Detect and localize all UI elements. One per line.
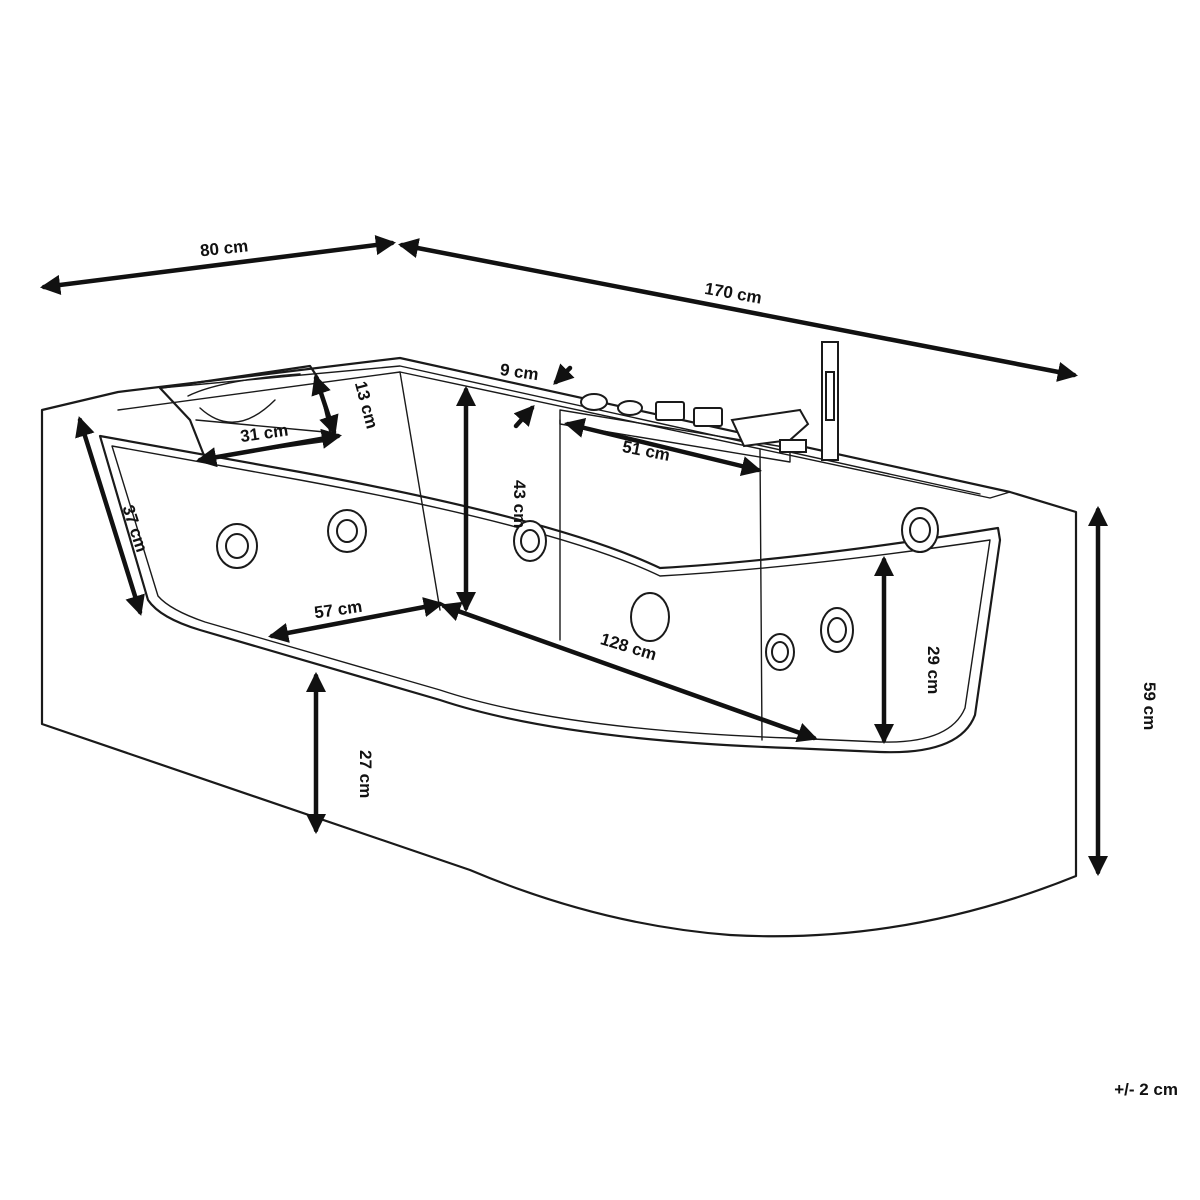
jet-icon — [630, 592, 670, 642]
jet-inner-icon — [336, 519, 358, 543]
control-switch-icon — [655, 401, 685, 421]
dimension-labels: 80 cm 170 cm 9 cm 13 cm 31 cm 51 cm 43 c… — [118, 236, 1159, 798]
label-front-slope: 37 cm — [118, 503, 151, 555]
tolerance-note: +/- 2 cm — [1114, 1080, 1178, 1099]
front-panel-edge — [41, 723, 471, 871]
glass-window-inner — [111, 445, 991, 743]
label-headrest-depth: 13 cm — [351, 379, 382, 430]
dim-line-ledge-b — [513, 404, 535, 429]
jets — [216, 507, 939, 671]
dim-line-length — [398, 238, 1078, 382]
dim-line-ledge-a — [553, 363, 575, 385]
dim-line-floor-length — [440, 601, 818, 743]
glass-window-outer — [98, 434, 1002, 754]
label-outer-height: 59 cm — [1140, 682, 1159, 730]
control-knob-icon — [617, 400, 643, 416]
control-knob-icon — [580, 393, 608, 411]
label-width: 80 cm — [199, 236, 249, 260]
jet-inner-icon — [771, 641, 789, 663]
dim-line-headrest-depth — [311, 374, 339, 436]
jet-inner-icon — [225, 533, 249, 559]
dim-line-control-deck — [564, 417, 762, 477]
tub-outer-body — [40, 356, 1078, 938]
jet-inner-icon — [520, 529, 540, 553]
dim-line-width — [39, 234, 397, 296]
label-panel-height: 27 cm — [356, 750, 375, 798]
label-inner-depth: 43 cm — [510, 480, 529, 528]
dim-line-floor-width — [268, 597, 444, 643]
dimension-lines — [39, 234, 1109, 877]
faucet-base-icon — [779, 439, 807, 453]
control-switch-icon — [693, 407, 723, 427]
jet-inner-icon — [827, 617, 847, 643]
jet-inner-icon — [909, 517, 931, 543]
bathtub-outline — [40, 356, 1078, 938]
dim-line-headrest-width — [196, 428, 342, 468]
controls — [580, 341, 839, 461]
headrest-cushion — [187, 373, 326, 433]
hand-shower-handle-icon — [825, 371, 835, 421]
dim-line-front-slope — [75, 416, 145, 616]
label-window-height: 29 cm — [924, 646, 943, 694]
